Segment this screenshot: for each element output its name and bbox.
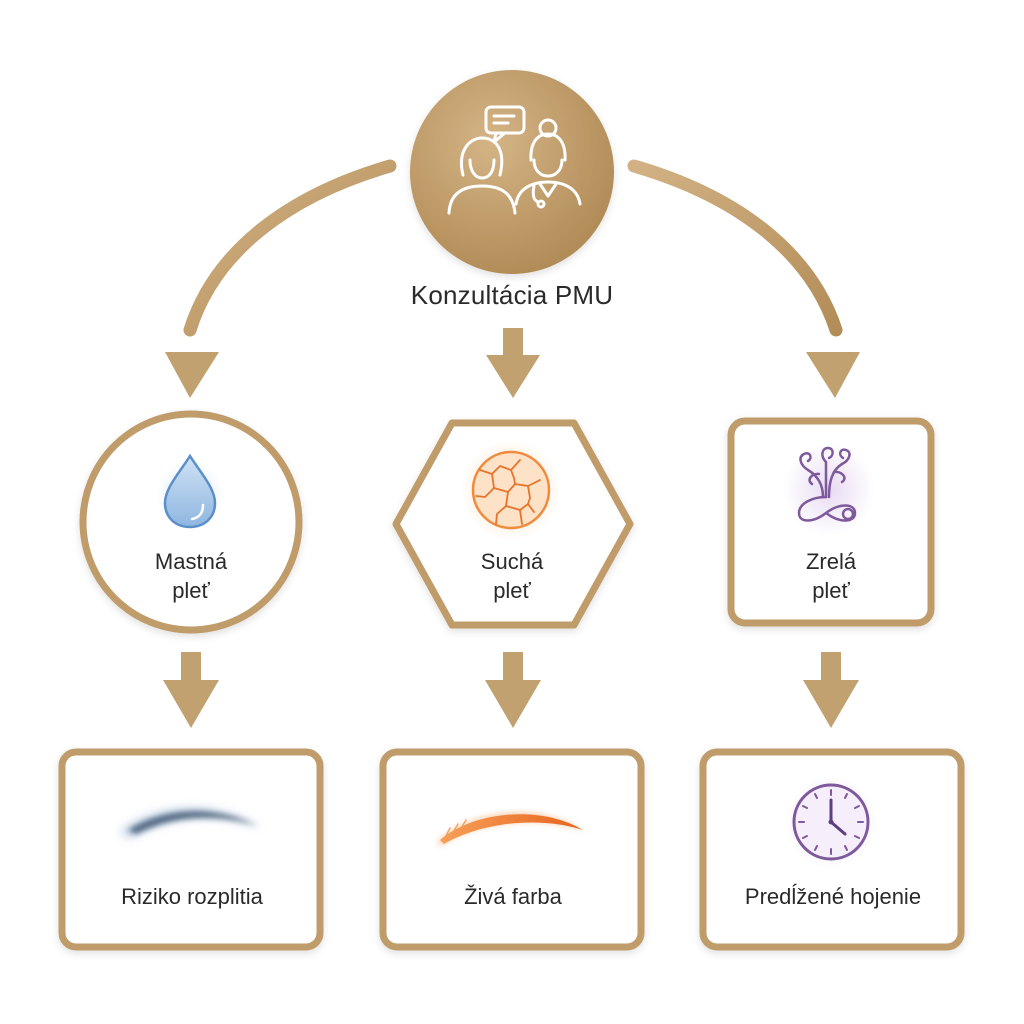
result-label-blur: Riziko rozplitia <box>121 884 263 909</box>
cracked-skin-icon <box>461 440 561 540</box>
arrow-root-to-right <box>627 159 860 398</box>
orange-brow-icon <box>437 812 585 846</box>
tree-infinity-icon <box>783 444 875 536</box>
root-node <box>410 70 614 274</box>
blurred-brow-icon <box>120 808 262 838</box>
water-drop-icon <box>156 453 224 529</box>
arrow-right-to-result <box>803 652 859 728</box>
arrow-root-to-center <box>486 328 540 398</box>
skin-label-oily-line1: Mastná <box>154 549 228 574</box>
skin-label-oily-line2: pleť <box>172 578 210 603</box>
skin-node-oily <box>79 410 303 634</box>
skin-label-dry: Suchá pleť <box>412 547 612 605</box>
arrow-center-to-result <box>485 652 541 728</box>
arrow-left-to-result <box>163 652 219 728</box>
result-node-healing <box>699 748 965 951</box>
skin-label-dry-line2: pleť <box>493 578 531 603</box>
skin-label-mature-line1: Zrelá <box>805 549 857 574</box>
skin-label-mature: Zrelá pleť <box>731 547 931 605</box>
skin-node-dry <box>392 419 634 629</box>
skin-node-mature <box>727 417 935 627</box>
skin-label-oily: Mastná pleť <box>91 547 291 605</box>
skin-label-mature-line2: pleť <box>812 578 850 603</box>
result-node-blur <box>58 748 324 951</box>
arrow-root-to-left <box>165 159 397 398</box>
result-node-vivid <box>379 748 645 951</box>
skin-label-dry-line1: Suchá <box>480 549 544 574</box>
clock-icon <box>785 776 877 868</box>
root-label: Konzultácia PMU <box>410 280 614 310</box>
consultation-people-icon <box>447 105 582 215</box>
result-label-vivid: Živá farba <box>464 884 562 909</box>
result-label-healing: Predĺžené hojenie <box>744 884 922 909</box>
